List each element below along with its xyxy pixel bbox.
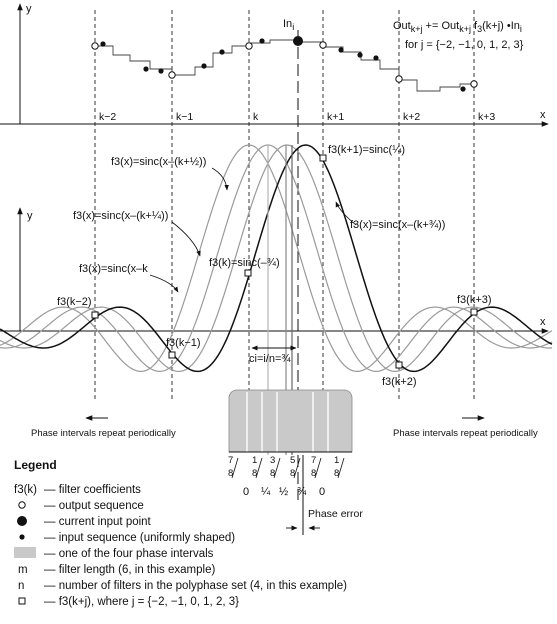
svg-text:8: 8 — [228, 468, 233, 479]
in-label: Ini — [283, 18, 294, 32]
legend-item-m: — filter length (6, in this example) — [44, 564, 215, 576]
svg-text:0: 0 — [243, 486, 249, 498]
sinc-curve-k-half — [0, 144, 553, 373]
top-y-label: y — [26, 3, 32, 15]
tick-k-2: k−2 — [99, 111, 116, 123]
legend-item-n: — number of filters in the polyphase set… — [44, 580, 347, 592]
tick-k: k — [253, 111, 259, 123]
formula-line-1: Outk+j += Outk+j f3(k+j) •Ini — [393, 20, 522, 34]
leader-lines — [149, 167, 357, 293]
curve-label-three-quarter: f3(x)=sinc(x–(k+¾)) — [350, 219, 445, 231]
svg-text:½: ½ — [279, 486, 288, 498]
label-f3-k-1: f3(k−1) — [166, 337, 201, 349]
legend-output-icon — [18, 501, 26, 509]
label-f3-k+1: f3(k+1)=sinc(¼) — [328, 144, 405, 156]
fraction-slashes — [231, 457, 345, 479]
formula-line-2: for j = {−2, −1, 0, 1, 2, 3} — [405, 39, 524, 51]
svg-text:8: 8 — [252, 468, 257, 479]
ci-label: ci=i/n=¾ — [249, 353, 291, 365]
legend-current-icon — [17, 516, 27, 526]
tick-k+3: k+3 — [478, 111, 495, 123]
legend-input-icon — [19, 534, 25, 540]
legend-sym-n: n — [18, 580, 24, 592]
phase-panel: Phase intervals repeat periodically Phas… — [31, 389, 538, 535]
tick-k-1: k−1 — [176, 111, 193, 123]
svg-text:3: 3 — [270, 455, 275, 466]
label-f3-k: f3(k)=sinc(–¾) — [209, 257, 280, 269]
svg-text:0: 0 — [319, 486, 325, 498]
legend-item-square: — f3(k+j), where j = {−2, −1, 0, 1, 2, 3… — [44, 596, 239, 608]
top-x-label: x — [540, 109, 546, 121]
tick-k+1: k+1 — [327, 111, 344, 123]
mid-x-label: x — [540, 316, 546, 328]
svg-text:1: 1 — [334, 455, 339, 466]
sinc-curve-k-three-quarter — [0, 144, 553, 373]
legend-sym-m: m — [18, 564, 28, 576]
input-points — [100, 38, 466, 92]
mid-y-label: y — [27, 210, 33, 222]
output-points — [91, 41, 478, 88]
right-period-note: Phase intervals repeat periodically — [393, 428, 538, 439]
phase-fractions: 7 8 1 8 3 8 5 8 7 8 1 8 — [228, 455, 339, 479]
left-period-note: Phase intervals repeat periodically — [31, 428, 176, 439]
legend-sym-coeff: f3(k) — [14, 484, 37, 496]
output-staircase — [95, 39, 474, 92]
legend-item-output: — output sequence — [44, 500, 144, 512]
svg-text:8: 8 — [270, 468, 275, 479]
legend-item-coeff: — filter coefficients — [44, 484, 141, 496]
svg-text:7: 7 — [228, 455, 233, 466]
legend-phase-icon — [14, 547, 36, 558]
legend-item-input: — input sequence (uniformly shaped) — [44, 532, 235, 544]
legend-item-phase: — one of the four phase intervals — [44, 548, 214, 560]
svg-text:8: 8 — [290, 468, 295, 479]
svg-text:¼: ¼ — [261, 486, 271, 498]
legend-title: Legend — [14, 458, 57, 472]
sinc-curves — [0, 144, 553, 373]
curve-label-quarter: f3(x)=sinc(x–(k+¼)) — [73, 210, 168, 222]
coefficient-markers — [91, 154, 478, 369]
phase-dividers — [246, 392, 329, 452]
label-f3-k+2: f3(k+2) — [382, 376, 417, 388]
tick-k+2: k+2 — [403, 111, 420, 123]
legend-item-current: — current input point — [44, 516, 152, 528]
sinc-curve-k — [0, 144, 553, 372]
label-f3-k-2: f3(k−2) — [57, 296, 92, 308]
svg-text:8: 8 — [334, 468, 339, 479]
middle-panel: y x f3(x)=sinc(x–(k+½)) f3(x)=sinc(x–(k+… — [0, 144, 553, 455]
phase-error-label: Phase error — [308, 508, 363, 520]
svg-text:¾: ¾ — [297, 486, 307, 498]
legend-coeff-square-icon — [18, 597, 26, 605]
svg-text:7: 7 — [311, 455, 316, 466]
curve-label-half: f3(x)=sinc(x–(k+½)) — [111, 156, 206, 168]
svg-text:8: 8 — [311, 468, 316, 479]
svg-text:1: 1 — [252, 455, 257, 466]
phase-window — [228, 389, 353, 453]
top-panel: y x k−2 k−1 k k+1 k+2 k+3 — [0, 3, 549, 500]
label-f3-k+3: f3(k+3) — [457, 294, 492, 306]
legend: Legend f3(k) — filter coefficients — out… — [14, 458, 347, 608]
phase-values: 0 ¼ ½ ¾ 0 — [243, 486, 325, 498]
curve-label-k: f3(x)=sinc(x–k — [79, 263, 148, 275]
current-input-point — [293, 36, 303, 46]
svg-text:5: 5 — [290, 455, 295, 466]
